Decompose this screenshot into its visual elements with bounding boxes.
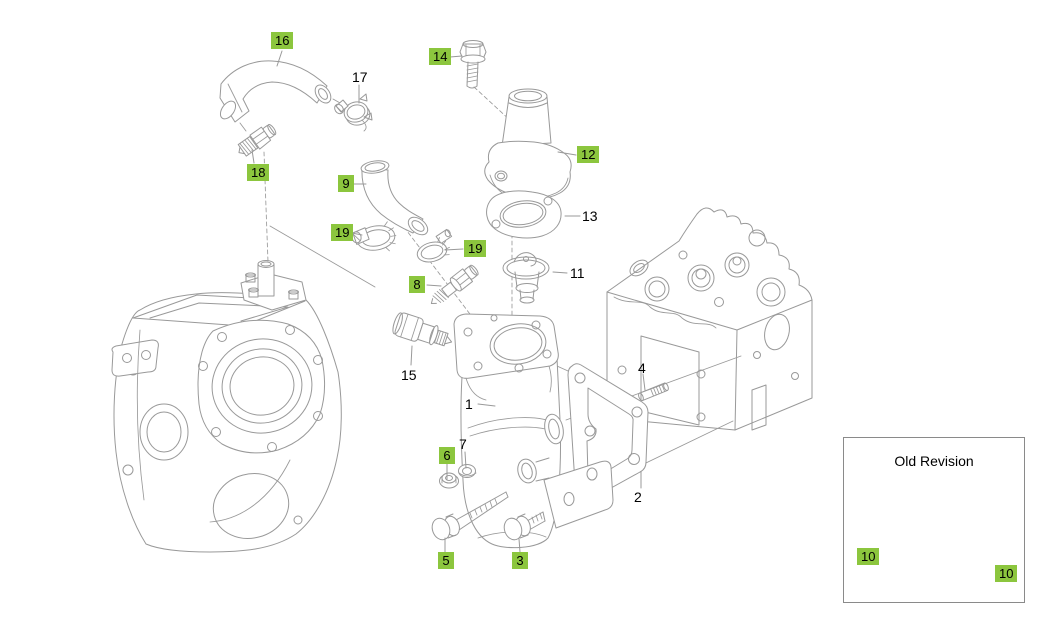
callout-12[interactable]: 12	[577, 146, 600, 163]
part-18-fitting	[237, 124, 277, 157]
part-6-nut	[439, 472, 459, 489]
old-revision-title: Old Revision	[894, 453, 974, 469]
old-revision-inset: Old Revision	[843, 437, 1025, 603]
part-8-joint	[430, 264, 479, 304]
callout-17[interactable]: 17	[352, 69, 368, 85]
callout-5[interactable]: 5	[438, 552, 454, 569]
callout-8[interactable]: 8	[409, 276, 425, 293]
callout-19-right[interactable]: 19	[464, 240, 487, 257]
part-9-hose	[360, 160, 429, 236]
callout-14[interactable]: 14	[429, 48, 452, 65]
callout-18[interactable]: 18	[247, 164, 270, 181]
callout-9[interactable]: 9	[338, 175, 354, 192]
part-5-bolt	[431, 491, 509, 541]
callout-19-left[interactable]: 19	[331, 224, 354, 241]
part-1-thermostat-housing	[453, 313, 614, 549]
part-7-washer	[458, 464, 477, 478]
part-2-gasket	[567, 363, 649, 505]
alignment-lines	[239, 86, 742, 515]
part-4-stud	[638, 382, 669, 402]
callout-10-right[interactable]: 10	[995, 565, 1018, 582]
callout-16[interactable]: 16	[271, 32, 294, 49]
callout-7[interactable]: 7	[459, 436, 467, 452]
callout-1[interactable]: 1	[465, 396, 473, 412]
part-19-clamp-right	[416, 228, 453, 263]
part-19-clamp-left	[351, 221, 397, 252]
part-3-bolt	[503, 511, 546, 541]
callout-6[interactable]: 6	[439, 447, 455, 464]
cylinder-head-art	[606, 207, 813, 431]
part-13-gasket	[486, 190, 562, 239]
part-16-hose	[219, 60, 332, 123]
callout-13[interactable]: 13	[582, 208, 598, 224]
part-17-clamp	[334, 93, 373, 132]
callout-4[interactable]: 4	[638, 360, 646, 376]
callout-10-left[interactable]: 10	[857, 548, 880, 565]
part-14-bolt	[459, 40, 487, 89]
callout-2[interactable]: 2	[634, 489, 642, 505]
part-15-sensor	[392, 312, 453, 347]
callout-15[interactable]: 15	[401, 367, 417, 383]
part-12-water-outlet	[484, 88, 572, 200]
callout-3[interactable]: 3	[512, 552, 528, 569]
part-11-thermostat	[502, 252, 550, 304]
timing-cover-art	[111, 260, 342, 553]
callout-11[interactable]: 11	[570, 265, 585, 281]
